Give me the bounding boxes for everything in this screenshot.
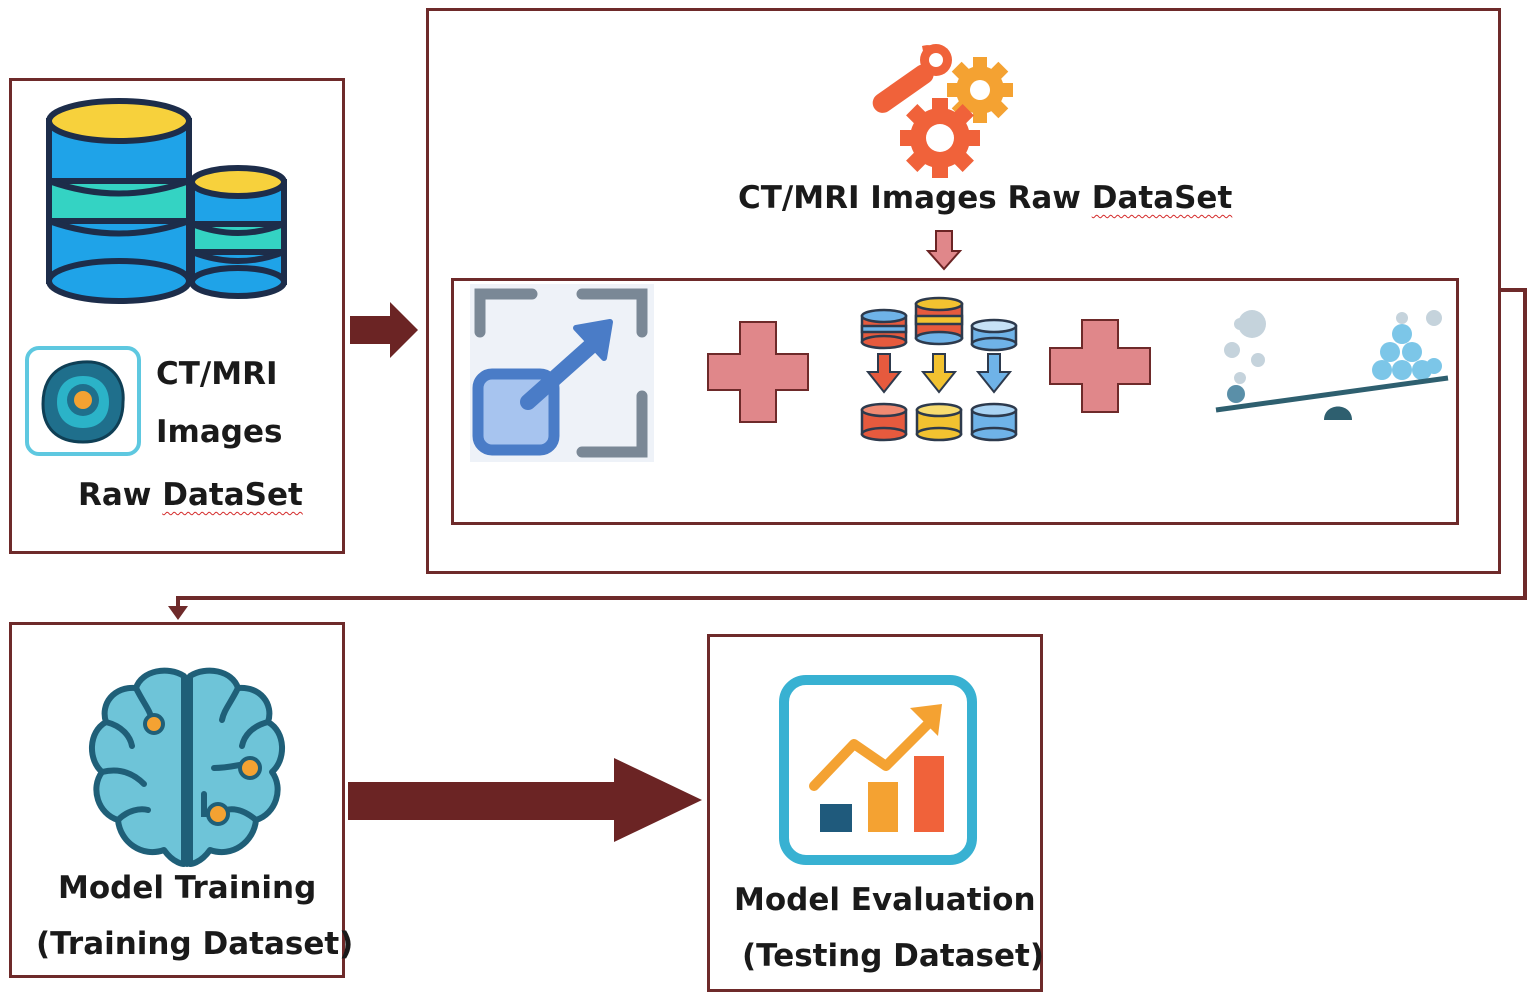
arrow-raw-to-preprocess xyxy=(350,302,418,358)
ct-mri-cell-icon xyxy=(25,346,141,456)
gears-wrench-icon xyxy=(872,44,1013,178)
growth-chart-icon xyxy=(779,675,977,865)
raw-line3-marked: DataSet xyxy=(162,477,303,513)
database-stack-icon xyxy=(46,98,287,304)
raw-line3-plain: Raw xyxy=(78,477,152,513)
arrow-training-to-evaluation xyxy=(348,758,702,842)
plus-icon xyxy=(1049,319,1151,413)
resize-expand-icon xyxy=(470,284,654,462)
raw-line3: Raw DataSet xyxy=(78,477,303,513)
raw-line2: Images xyxy=(156,414,283,450)
balance-scale-icon xyxy=(1215,310,1449,420)
training-line2: (Training Dataset) xyxy=(36,926,354,962)
down-arrow-small xyxy=(925,230,963,271)
training-line1: Model Training xyxy=(58,870,317,906)
preprocess-title-plain: CT/MRI Images Raw xyxy=(738,180,1081,216)
preprocess-title-marked: DataSet xyxy=(1091,180,1233,216)
preprocess-title: CT/MRI Images Raw DataSet xyxy=(738,180,1232,216)
evaluation-line1: Model Evaluation xyxy=(734,882,1036,918)
plus-icon xyxy=(707,321,809,423)
raw-line1: CT/MRI xyxy=(156,356,278,392)
data-split-icon xyxy=(860,296,1018,442)
brain-circuit-icon xyxy=(88,667,286,867)
evaluation-line2: (Testing Dataset) xyxy=(742,938,1045,974)
